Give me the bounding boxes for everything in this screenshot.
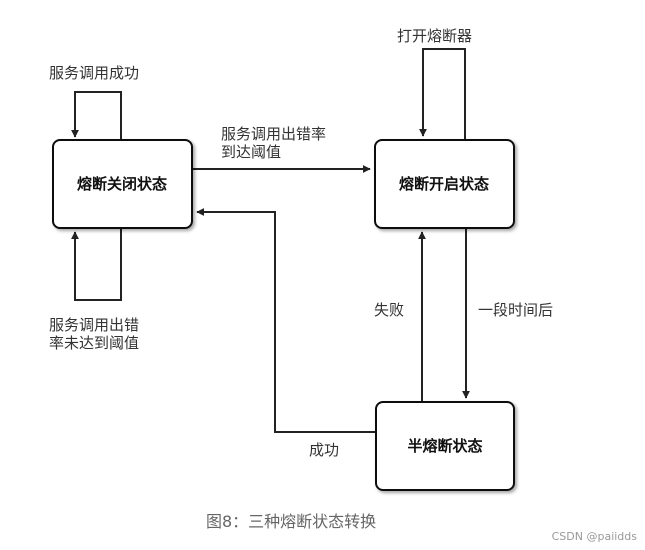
figure-caption: 图8：三种熔断状态转换	[206, 512, 376, 531]
state-closed-label: 熔断关闭状态	[77, 175, 167, 193]
label-open-to-half: 一段时间后	[478, 301, 553, 319]
state-half-open: 半熔断状态	[375, 401, 515, 491]
label-closed-self-success: 服务调用成功	[49, 64, 139, 82]
label-closed-to-open-line1: 服务调用出错率	[221, 125, 326, 143]
edge-closed-self-error	[71, 229, 122, 301]
state-half-open-box	[375, 401, 515, 491]
state-open: 熔断开启状态	[374, 139, 515, 229]
label-open-self: 打开熔断器	[397, 27, 472, 45]
label-closed-self-error-line1: 服务调用出错	[49, 316, 139, 334]
state-open-box	[374, 139, 515, 229]
edge-closed-self-success	[71, 91, 122, 140]
label-closed-to-open-line2: 到达阈值	[221, 143, 281, 161]
state-closed: 熔断关闭状态	[52, 139, 193, 229]
label-half-to-open: 失败	[374, 301, 404, 319]
watermark: CSDN @paiidds	[552, 530, 638, 543]
state-closed-box	[52, 139, 193, 229]
edges	[71, 48, 470, 433]
label-half-to-closed: 成功	[309, 441, 339, 459]
state-half-open-label: 半熔断状态	[407, 437, 482, 455]
state-open-label: 熔断开启状态	[399, 175, 489, 193]
edge-half-to-closed	[196, 208, 376, 433]
label-closed-self-error-line2: 率未达到阈值	[49, 334, 139, 352]
edge-open-self	[419, 48, 466, 139]
